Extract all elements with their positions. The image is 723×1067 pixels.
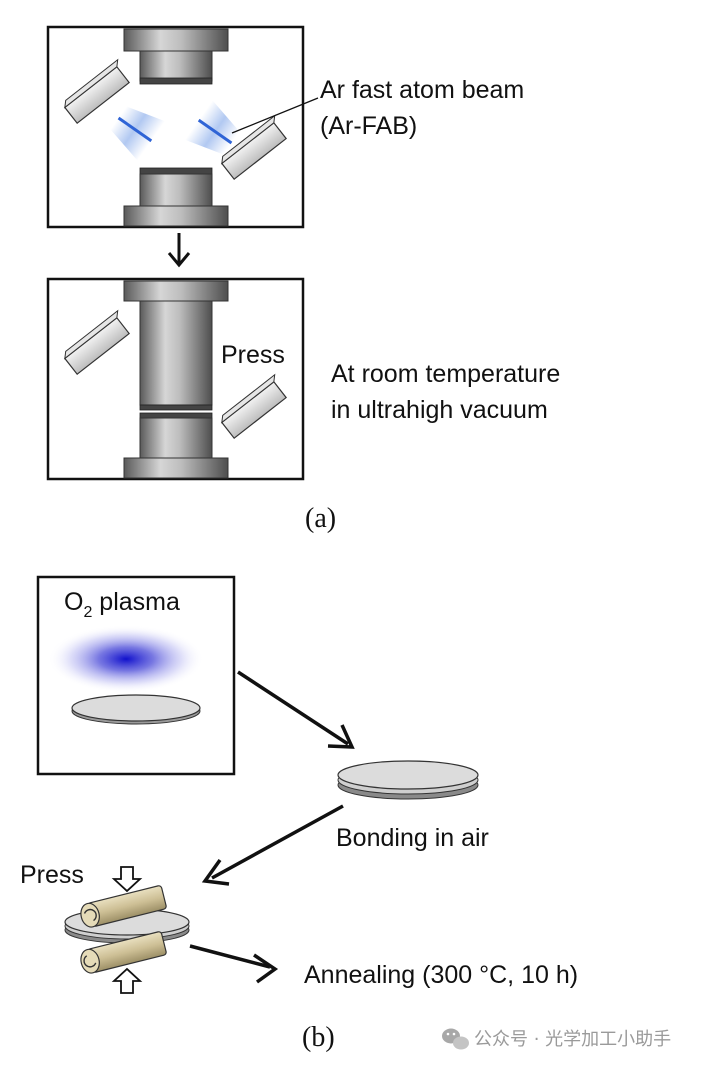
press-arrow-down-icon	[111, 866, 143, 893]
plasma-chamber: O2 plasma	[36, 575, 236, 776]
wafer-single	[71, 694, 201, 725]
plasma-glow	[48, 625, 204, 693]
caption-a: (a)	[305, 503, 336, 534]
roller-bottom	[80, 931, 167, 974]
beam-label-line2: (Ar-FAB)	[320, 112, 417, 140]
chamber-bonding: Press	[46, 277, 305, 481]
roller-top	[80, 885, 167, 928]
fab-source-right	[220, 114, 288, 181]
fab-source-left-idle	[63, 309, 131, 376]
wafer-pair-bonded	[337, 760, 479, 800]
bonding-label: Bonding in air	[336, 824, 489, 852]
lower-stage	[123, 167, 229, 227]
beam-left	[110, 106, 166, 161]
beam-leader-line	[231, 97, 319, 134]
wechat-icon	[442, 1028, 469, 1050]
arrow-to-press-icon	[201, 804, 344, 886]
plasma-label: O2 plasma	[64, 588, 180, 621]
down-arrow-icon	[167, 233, 191, 268]
upper-stage	[123, 28, 229, 85]
watermark: 公众号 · 光学加工小助手	[442, 1028, 671, 1050]
watermark-text: 公众号 · 光学加工小助手	[474, 1029, 671, 1050]
beam-right	[184, 100, 240, 155]
arrow-to-bonding-icon	[237, 670, 355, 749]
press-label-b: Press	[20, 861, 84, 889]
caption-b: (b)	[302, 1022, 335, 1053]
arrow-to-annealing-icon	[189, 944, 279, 984]
beam-label-line1: Ar fast atom beam	[320, 76, 524, 104]
condition-line2: in ultrahigh vacuum	[331, 396, 548, 424]
condition-line1: At room temperature	[331, 360, 560, 388]
fab-source-left	[63, 58, 131, 125]
press-arrow-up-icon	[111, 967, 143, 994]
fab-source-right-idle	[220, 373, 288, 440]
chamber-activation	[46, 25, 305, 229]
annealing-label: Annealing (300 °C, 10 h)	[304, 961, 578, 989]
press-label-a: Press	[221, 341, 285, 369]
